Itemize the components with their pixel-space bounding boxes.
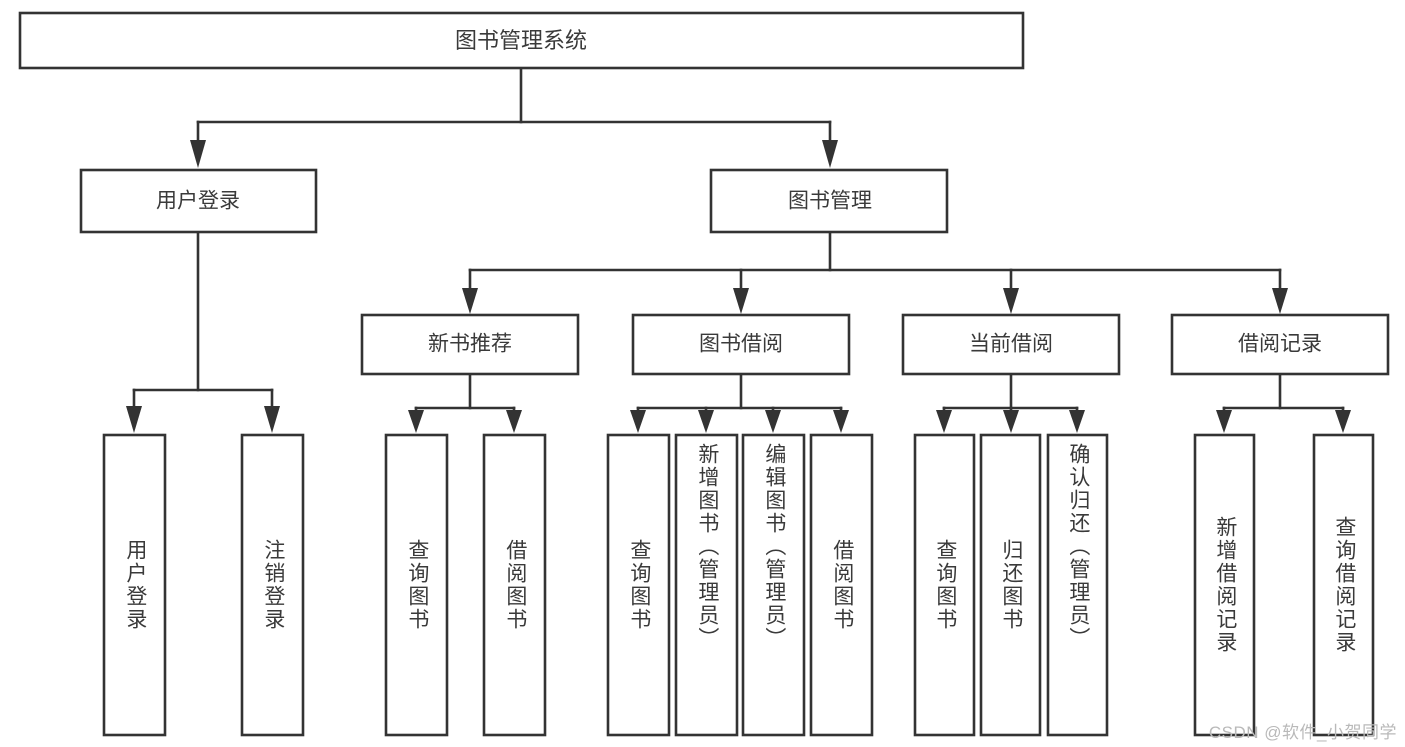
arrow-head-book-borrow (733, 288, 749, 314)
node-leaf-borrow-book-rec-box[interactable] (482, 433, 547, 737)
node-leaf-user-logout-box[interactable] (240, 433, 305, 737)
node-leaf-confirm-return-box[interactable] (1046, 433, 1109, 737)
node-current-borrow-box[interactable] (901, 313, 1121, 376)
node-current-borrow-label: 当前借阅 (969, 333, 1053, 356)
node-book-borrow-box[interactable] (631, 313, 851, 376)
node-leaf-query-book-rec-box[interactable] (384, 433, 449, 737)
arrow-head-user-login (190, 140, 206, 168)
node-book-manage-label: 图书管理 (788, 190, 872, 213)
node-leaf-borrow-book-bor-box[interactable] (809, 433, 874, 737)
node-new-book-rec[interactable]: 新书推荐 (360, 313, 580, 376)
node-book-manage-box[interactable] (709, 168, 949, 234)
arrow-head-new-book-rec (462, 288, 478, 314)
connector-group-user-login (126, 230, 280, 433)
connector-group-root (190, 66, 838, 168)
node-book-manage[interactable]: 图书管理 (709, 168, 949, 234)
node-root[interactable]: 图书管理系统 (18, 11, 1025, 70)
connector-group-new-book-rec (408, 372, 522, 433)
node-user-login-box[interactable] (79, 168, 318, 234)
arrow-head-leaf-confirm-return (1069, 410, 1085, 433)
node-leaf-query-book-cur-box[interactable] (913, 433, 976, 737)
node-leaf-edit-book-box[interactable] (741, 433, 806, 737)
arrow-head-leaf-query-record (1335, 410, 1351, 433)
node-leaf-user-login-box[interactable] (102, 433, 167, 737)
arrow-head-leaf-user-login (126, 406, 142, 433)
connector-group-book-manage (462, 230, 1288, 314)
connector-group-book-borrow (630, 372, 849, 433)
node-leaf-query-book-bor-box[interactable] (606, 433, 671, 737)
node-leaf-add-book-box[interactable] (674, 433, 739, 737)
arrow-head-leaf-add-record (1216, 410, 1232, 433)
node-current-borrow[interactable]: 当前借阅 (901, 313, 1121, 376)
node-borrow-record-label: 借阅记录 (1238, 333, 1322, 356)
arrow-head-leaf-user-logout (264, 406, 280, 433)
node-new-book-rec-box[interactable] (360, 313, 580, 376)
arrow-head-current-borrow (1003, 288, 1019, 314)
node-root-box[interactable] (18, 11, 1025, 70)
node-new-book-rec-label: 新书推荐 (428, 333, 512, 356)
node-leaf-add-record-box[interactable] (1193, 433, 1256, 737)
arrow-head-leaf-query-book-rec (408, 410, 424, 433)
arrow-head-book-manage (822, 140, 838, 168)
leaf-boxes (102, 433, 1375, 737)
arrow-head-borrow-record (1272, 288, 1288, 314)
node-leaf-query-record-box[interactable] (1312, 433, 1375, 737)
node-borrow-record-box[interactable] (1170, 313, 1390, 376)
arrow-head-leaf-borrow-book-rec (506, 410, 522, 433)
csdn-watermark: CSDN @软件_小贺同学 (1208, 723, 1397, 742)
node-leaf-return-book-box[interactable] (979, 433, 1042, 737)
node-book-borrow-label: 图书借阅 (699, 333, 783, 356)
arrow-head-leaf-add-book (698, 410, 714, 433)
arrow-head-leaf-query-book-bor (630, 410, 646, 433)
node-book-borrow[interactable]: 图书借阅 (631, 313, 851, 376)
node-borrow-record[interactable]: 借阅记录 (1170, 313, 1390, 376)
node-user-login[interactable]: 用户登录 (79, 168, 318, 234)
arrow-head-leaf-return-book (1003, 410, 1019, 433)
arrow-head-leaf-query-book-cur (936, 410, 952, 433)
connector-group-borrow-record (1216, 372, 1351, 433)
node-root-label: 图书管理系统 (455, 28, 587, 53)
arrow-head-leaf-borrow-book-bor (833, 410, 849, 433)
arrow-head-leaf-edit-book (765, 410, 781, 433)
connector-group-current-borrow (936, 372, 1085, 433)
node-user-login-label: 用户登录 (156, 190, 240, 213)
